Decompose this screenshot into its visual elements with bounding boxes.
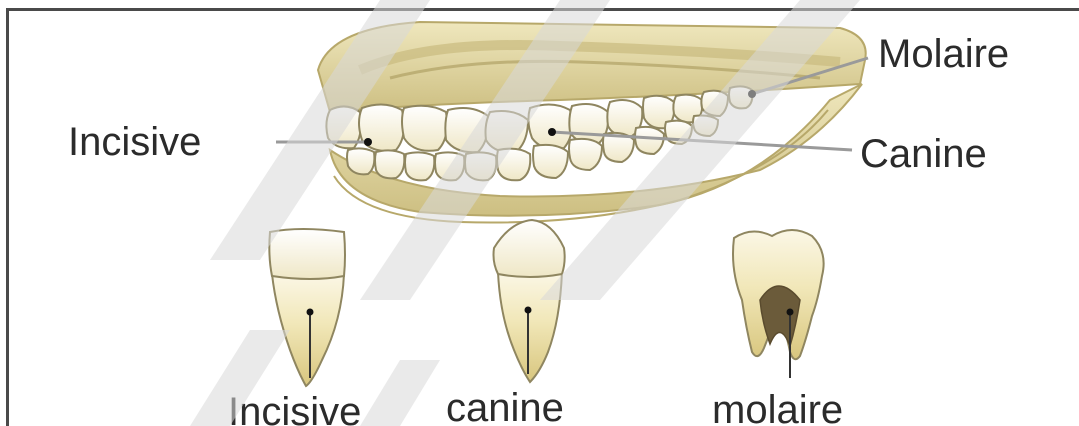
lower-tooth (693, 116, 718, 137)
upper-gum (318, 22, 866, 112)
incisive-jaw-label: Incisive (68, 122, 201, 162)
molar-pointer-dot (787, 309, 794, 316)
lower-tooth (405, 152, 434, 180)
canine-jaw-label: Canine (860, 134, 987, 174)
molaire-tooth-label: molaire (712, 390, 843, 426)
lower-tooth (635, 127, 664, 154)
canine-pointer-dot (548, 128, 556, 136)
upper-tooth (445, 108, 488, 152)
canine-root (498, 272, 562, 382)
molar-tooth (733, 230, 824, 378)
lower-tooth (347, 148, 374, 174)
canine-pointer-dot (525, 307, 532, 314)
incisor-tooth (269, 229, 345, 386)
lower-tooth (533, 145, 568, 178)
lower-tooth (375, 150, 404, 178)
lower-tooth (569, 139, 602, 170)
upper-tooth (729, 86, 752, 108)
canine-crown (494, 220, 565, 277)
upper-tooth (528, 104, 572, 148)
incisor-root (272, 274, 344, 386)
canine-tooth-label: canine (446, 388, 564, 426)
upper-tooth (701, 91, 728, 116)
molar-pointer-dot (748, 90, 756, 98)
lower-tooth (497, 149, 530, 181)
lower-tooth (435, 152, 464, 180)
incisive-tooth-label: Incisive (228, 392, 361, 426)
upper-tooth (402, 106, 447, 151)
molaire-jaw-label: Molaire (878, 34, 1009, 74)
incisor-pointer-dot (364, 138, 372, 146)
lower-tooth (465, 152, 496, 180)
incisor-crown (269, 229, 345, 279)
upper-tooth (486, 111, 529, 152)
canine-tooth (494, 220, 565, 382)
incisor-pointer-dot (307, 309, 314, 316)
